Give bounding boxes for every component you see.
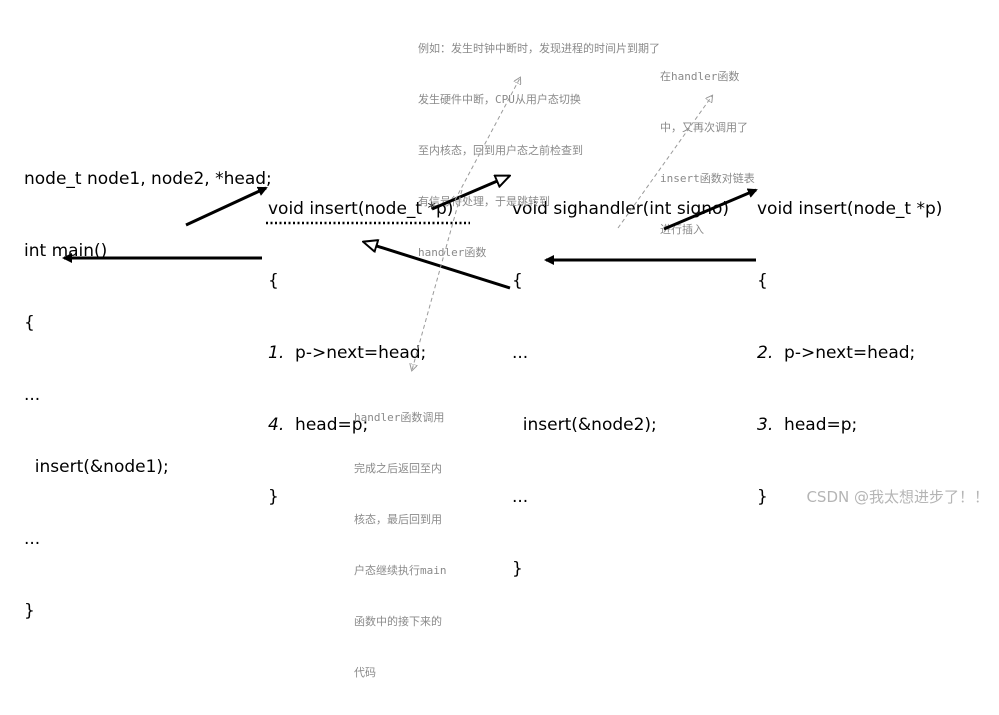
insert1-close-brace: } bbox=[268, 487, 279, 507]
note-line: 发生硬件中断，CPU从用户态切换 bbox=[418, 93, 581, 106]
arrow-handler-return-to-insert1 bbox=[364, 242, 511, 290]
handler-insert-call: insert(&node2); bbox=[512, 415, 657, 435]
note-top-left: 例如：发生时钟中断时，发现进程的时间片到期了 发生硬件中断，CPU从用户态切换 … bbox=[418, 6, 660, 295]
note-line: 至内核态，回到用户态之前检查到 bbox=[418, 144, 583, 157]
insert2-open-brace: { bbox=[757, 271, 768, 291]
note-line: 户态继续执行main bbox=[354, 564, 447, 577]
handler-close-brace: } bbox=[512, 559, 523, 579]
note-line: 函数中的接下来的 bbox=[354, 615, 442, 628]
arrow-layer bbox=[62, 0, 758, 515]
insert2-signature: void insert(node_t *p) bbox=[757, 199, 943, 219]
note-line: 在handler函数 bbox=[660, 70, 740, 83]
step-number: 1. bbox=[268, 343, 285, 363]
pointer-top-left-note bbox=[454, 78, 520, 201]
code-text: p->next=head; bbox=[773, 343, 916, 363]
main-open-brace: { bbox=[24, 313, 35, 333]
code-text: head=p; bbox=[773, 415, 858, 435]
handler-open-brace: { bbox=[512, 271, 523, 291]
note-line: 代码 bbox=[354, 666, 376, 679]
insert-code-block-1: void insert(node_t *p) { 1. p->next=head… bbox=[268, 149, 453, 557]
note-line: 有信号待处理，于是跳转到 bbox=[418, 195, 550, 208]
step-number: 3. bbox=[757, 415, 774, 435]
step-number: 2. bbox=[757, 343, 774, 363]
main-ellipsis-1: ... bbox=[24, 385, 41, 405]
watermark: CSDN @我太想进步了！！ bbox=[806, 488, 989, 506]
note-line: 例如：发生时钟中断时，发现进程的时间片到期了 bbox=[418, 42, 660, 55]
arrow-handler-to-insert2 bbox=[663, 188, 758, 231]
handler-signature: void sighandler(int signo) bbox=[512, 199, 730, 219]
insert1-signature: void insert(node_t *p) bbox=[268, 199, 454, 219]
handler-code-block: void sighandler(int signo) { ... insert(… bbox=[512, 149, 729, 629]
insert2-line-2: 3. head=p; bbox=[757, 413, 942, 437]
code-text: head=p; bbox=[284, 415, 369, 435]
pointer-bottom-note bbox=[412, 189, 463, 370]
code-text: p->next=head; bbox=[284, 343, 427, 363]
insert2-close-brace: } bbox=[757, 487, 768, 507]
main-ellipsis-2: ... bbox=[24, 529, 41, 549]
insert1-line-2: 4. head=p; bbox=[268, 413, 453, 437]
step-number: 4. bbox=[268, 415, 285, 435]
main-insert-call: insert(&node1); bbox=[24, 457, 169, 477]
diagram-canvas: node_t node1, node2, *head; int main() {… bbox=[24, 0, 989, 679]
arrow-interrupt-to-handler bbox=[431, 176, 509, 211]
insert1-line-1: 1. p->next=head; bbox=[268, 341, 453, 365]
note-line: handler函数调用 bbox=[354, 411, 445, 424]
global-declaration: node_t node1, node2, *head; bbox=[24, 169, 272, 189]
handler-ellipsis-2: ... bbox=[512, 487, 529, 507]
insert2-line-1: 2. p->next=head; bbox=[757, 341, 942, 365]
note-line: 中，又再次调用了 bbox=[660, 121, 748, 134]
arrow-main-to-insert1 bbox=[185, 186, 268, 227]
note-line: handler函数 bbox=[418, 246, 487, 259]
note-line: 完成之后返回至内 bbox=[354, 462, 442, 475]
pointer-top-right-note bbox=[617, 96, 712, 229]
main-close-brace: } bbox=[24, 601, 35, 621]
note-line: insert函数对链表 bbox=[660, 172, 755, 185]
insert1-open-brace: { bbox=[268, 271, 279, 291]
insert-code-block-2: void insert(node_t *p) { 2. p->next=head… bbox=[757, 149, 942, 557]
handler-ellipsis-1: ... bbox=[512, 343, 529, 363]
